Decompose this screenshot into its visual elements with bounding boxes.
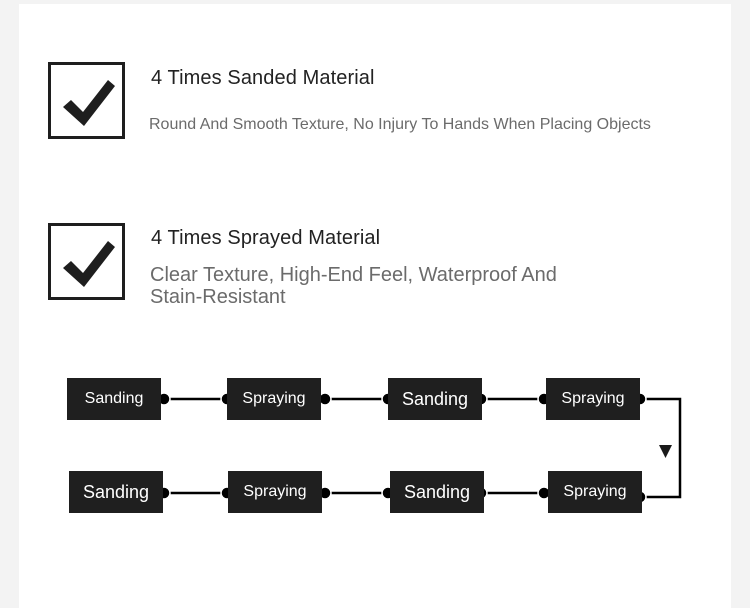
process-step-sanding: Sanding: [390, 471, 484, 513]
process-step-sanding: Sanding: [67, 378, 161, 420]
checkmark-glyph: [63, 241, 115, 287]
feature-desc-sprayed-line1: Clear Texture, High-End Feel, Waterproof…: [150, 264, 557, 286]
checkmark-icon: [48, 62, 125, 139]
content-card: [19, 4, 731, 608]
process-step-spraying: Spraying: [227, 378, 321, 420]
process-step-sanding: Sanding: [388, 378, 482, 420]
process-step-spraying: Spraying: [228, 471, 322, 513]
process-step-spraying: Spraying: [546, 378, 640, 420]
checkmark-glyph: [63, 80, 115, 126]
checkmark-icon: [48, 223, 125, 300]
process-step-sanding: Sanding: [69, 471, 163, 513]
feature-desc-sprayed-line2: Stain-Resistant: [150, 286, 286, 308]
feature-title-sanded: 4 Times Sanded Material: [151, 67, 375, 89]
process-step-spraying: Spraying: [548, 471, 642, 513]
feature-title-sprayed: 4 Times Sprayed Material: [151, 227, 381, 249]
feature-desc-sanded: Round And Smooth Texture, No Injury To H…: [149, 116, 651, 133]
